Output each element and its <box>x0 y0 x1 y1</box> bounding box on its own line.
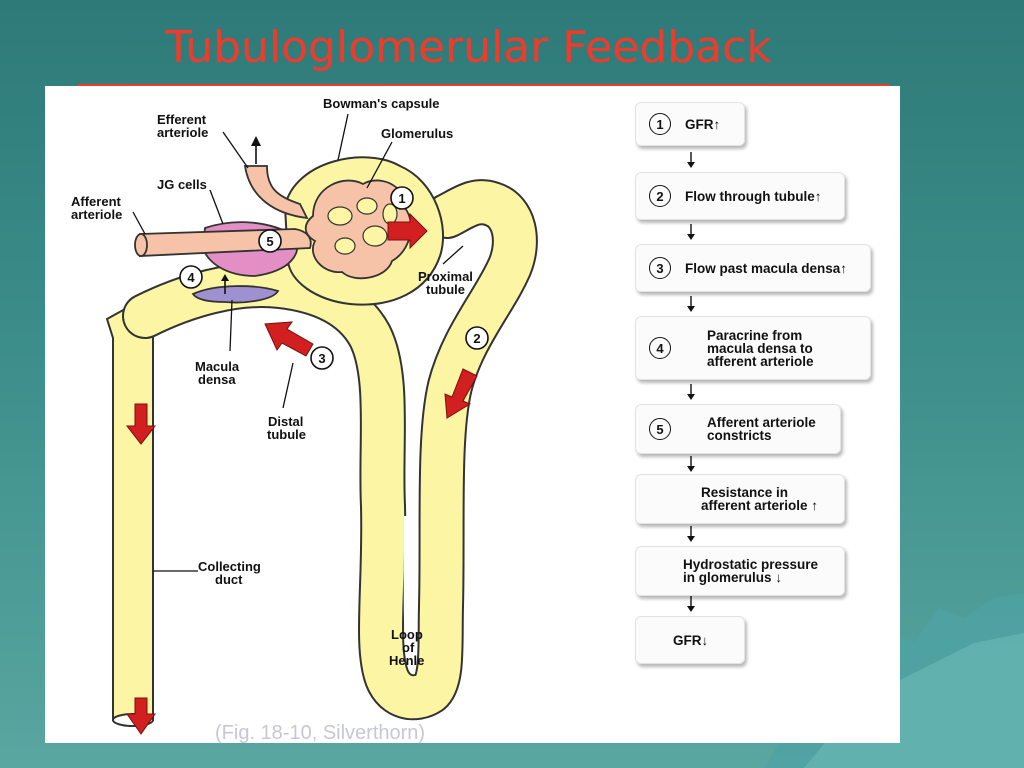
step-text-line-2: macula densa to <box>707 340 813 356</box>
flowchart-step-5: 5 Afferent arteriole constricts <box>635 404 841 454</box>
title-underline <box>78 84 890 87</box>
loop-inner-gap <box>403 515 414 662</box>
step-text-line-1: Resistance in <box>701 485 789 500</box>
step-number: 4 <box>649 337 671 359</box>
flowchart-step-2: 2 Flow through tubule↑ <box>635 172 845 220</box>
svg-text:4: 4 <box>187 270 195 285</box>
step-text: GFR↓ <box>673 632 709 648</box>
step-number: 3 <box>649 257 671 279</box>
svg-text:3: 3 <box>318 351 325 366</box>
flow-down-arrow-7 <box>687 596 695 612</box>
step-text-line-1: Paracrine from <box>707 327 803 343</box>
label-macula-1: Macula <box>195 359 240 374</box>
label-efferent-2: arteriole <box>157 125 208 140</box>
step-text: Flow through tubule↑ <box>685 188 822 204</box>
step-text-line-2: afferent arteriole ↑ <box>701 498 819 513</box>
step-number: 2 <box>649 185 671 207</box>
label-macula-2: densa <box>198 372 236 387</box>
flow-down-arrow-3 <box>687 296 695 312</box>
step-number: 1 <box>649 113 671 135</box>
label-distal-1: Distal <box>268 414 303 429</box>
flow-down-arrow-6 <box>687 526 695 542</box>
flow-arrow-collecting-bottom <box>126 697 156 735</box>
macula-densa <box>191 285 280 304</box>
figure-panel: 1 2 3 4 5 Bowm <box>45 86 900 743</box>
label-loop-2: of <box>402 640 415 655</box>
svg-text:1: 1 <box>398 191 405 206</box>
flow-down-arrow-5 <box>687 456 695 472</box>
marker-1: 1 <box>390 186 414 210</box>
label-jg-cells: JG cells <box>157 177 207 192</box>
figure-caption: (Fig. 18-10, Silverthorn) <box>215 722 426 744</box>
flowchart-step-4: 4 Paracrine from macula densa to afferen… <box>635 316 871 380</box>
step-text-line-1: Afferent arteriole <box>707 415 816 430</box>
flowchart-step-resistance: Resistance in afferent arteriole ↑ <box>635 474 845 524</box>
slide-title: Tubuloglomerular Feedback <box>165 22 772 73</box>
nephron-tubule-fill <box>124 181 536 719</box>
step-text-line-3: afferent arteriole <box>707 353 814 369</box>
nephron-diagram: 1 2 3 4 5 Bowm <box>71 96 538 735</box>
glomerulus <box>304 179 412 280</box>
flow-down-arrow-4 <box>687 384 695 400</box>
label-glomerulus: Glomerulus <box>381 126 453 141</box>
marker-3: 3 <box>310 346 334 370</box>
efferent-arteriole <box>243 165 309 220</box>
label-bowmans-capsule: Bowman's capsule <box>323 96 440 111</box>
svg-text:5: 5 <box>266 234 273 249</box>
step-text: Flow past macula densa↑ <box>685 260 848 276</box>
label-loop-1: Loop <box>391 627 423 642</box>
label-collecting-1: Collecting <box>198 559 261 574</box>
svg-text:2: 2 <box>473 331 480 346</box>
flowchart-step-gfr-down: GFR↓ <box>635 616 745 664</box>
flow-arrow-1 <box>387 212 428 250</box>
marker-5: 5 <box>258 229 282 253</box>
step-text-line-1: Hydrostatic pressure <box>683 557 819 572</box>
flow-down-arrow-1 <box>687 152 695 168</box>
leader-lines <box>132 113 464 572</box>
marker-4: 4 <box>179 265 203 289</box>
flowchart-step-3: 3 Flow past macula densa↑ <box>635 244 871 292</box>
flow-arrow-2 <box>444 368 478 419</box>
label-efferent-1: Efferent <box>157 112 207 127</box>
collecting-duct <box>105 296 154 721</box>
label-proximal-1: Proximal <box>418 269 473 284</box>
flow-down-arrow-2 <box>687 224 695 240</box>
step-text: GFR↑ <box>685 116 721 132</box>
label-proximal-2: tubule <box>426 282 465 297</box>
step-number: 5 <box>649 418 671 440</box>
label-distal-2: tubule <box>267 427 306 442</box>
step-text-line-2: constricts <box>707 428 772 443</box>
label-collecting-2: duct <box>215 572 243 587</box>
flowchart-step-pressure: Hydrostatic pressure in glomerulus ↓ <box>635 546 845 596</box>
flow-arrow-3 <box>264 321 314 357</box>
marker-2: 2 <box>465 326 489 350</box>
label-afferent-1: Afferent <box>71 194 122 209</box>
label-loop-3: Henle <box>389 653 424 668</box>
flowchart-step-1: 1 GFR↑ <box>635 102 745 146</box>
label-afferent-2: arteriole <box>71 207 122 222</box>
flow-arrow-collecting-top <box>125 403 157 445</box>
step-text-line-2: in glomerulus ↓ <box>683 570 783 585</box>
